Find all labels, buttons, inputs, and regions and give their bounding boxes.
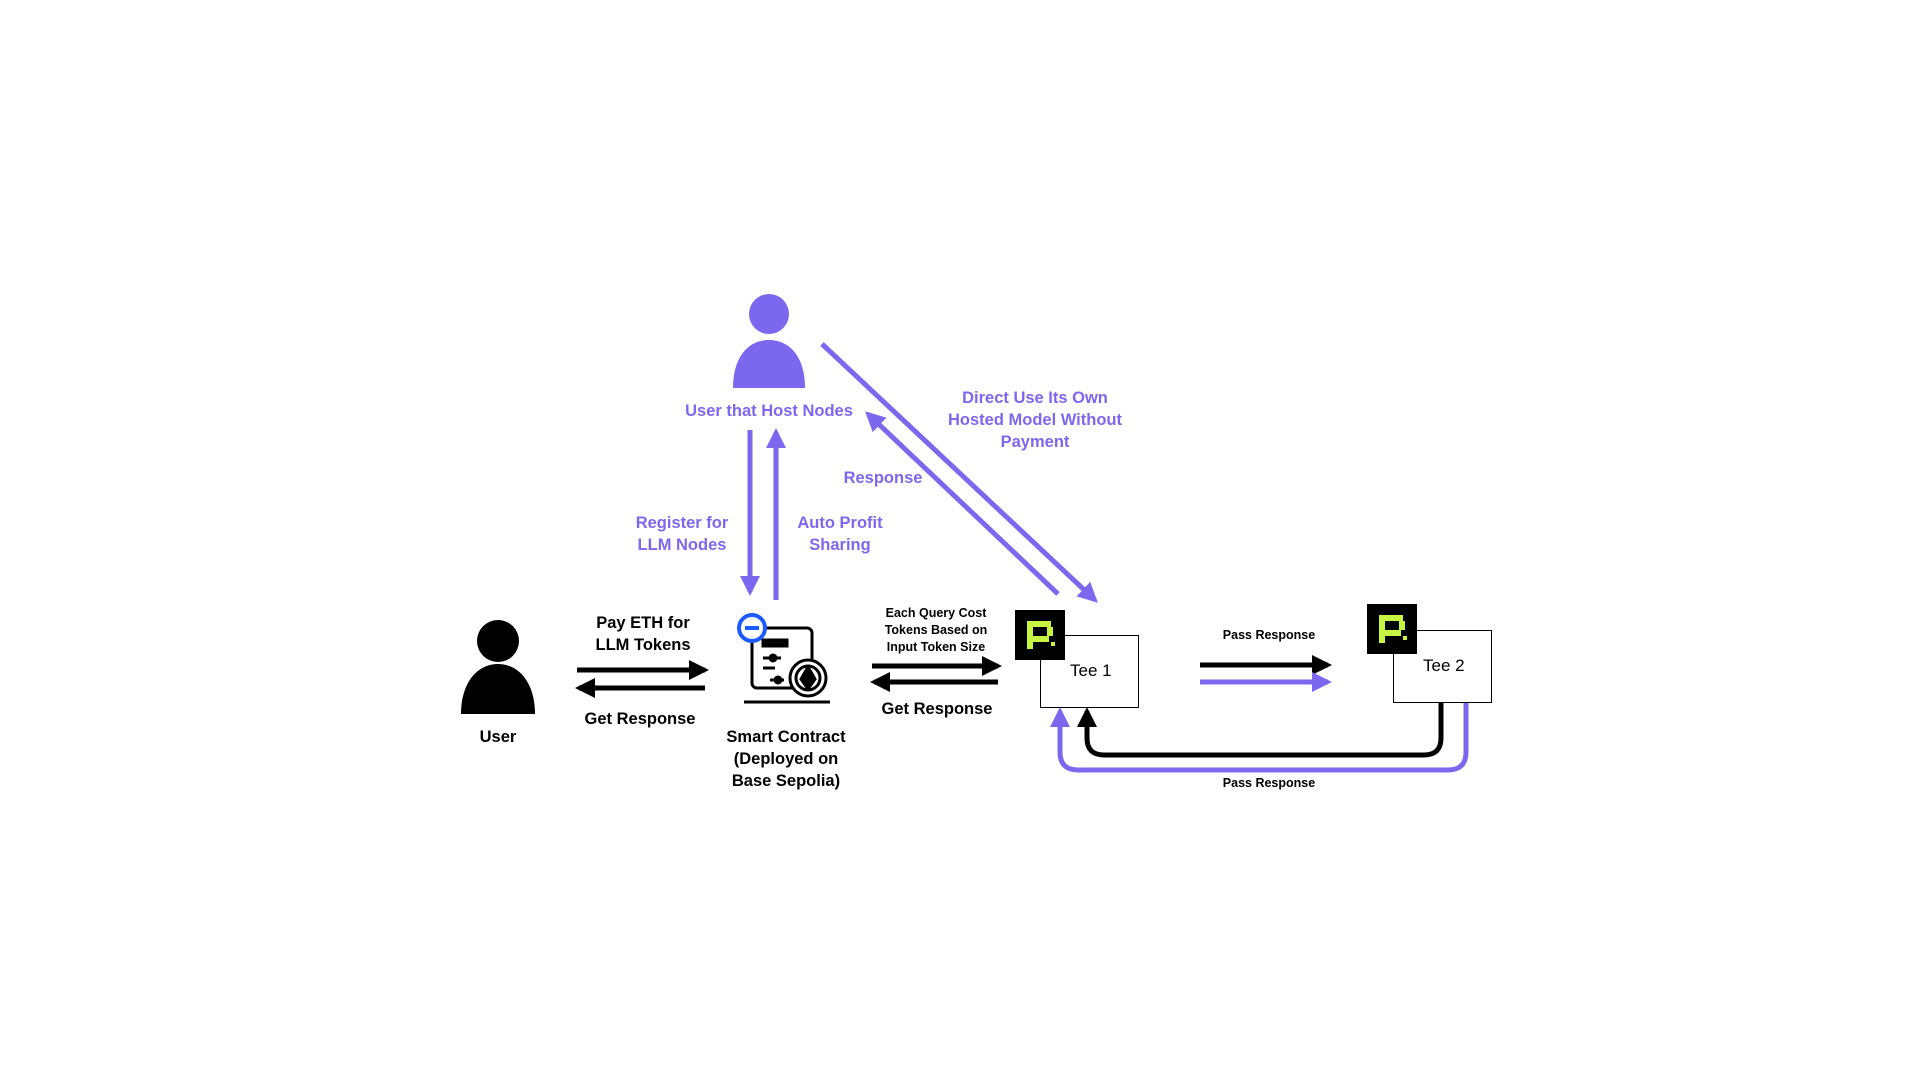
pass-response-bottom-label: Pass Response: [1222, 776, 1316, 790]
contract-badge-icon: [737, 613, 767, 643]
user-label: User: [479, 728, 517, 746]
arrow-response-host: [865, 411, 1060, 596]
host-user-person-icon: [733, 294, 805, 388]
tee1-phala-logo-icon: [1015, 610, 1065, 660]
pass-response-top-label: Pass Response: [1222, 628, 1316, 642]
user-person-icon: [461, 620, 535, 714]
smart-contract-ethereum-icon: [744, 626, 830, 704]
arrow-return-black: [1077, 703, 1444, 758]
auto-profit-label: Auto Profit Sharing: [797, 514, 883, 554]
arrow-return-purple: [1050, 703, 1469, 773]
tee2-label: Tee 2: [1423, 656, 1465, 675]
get-response-user-label: Get Response: [584, 710, 696, 728]
pay-eth-label: Pay ETH for LLM Tokens: [595, 614, 691, 654]
smart-contract-label: Smart Contract (Deployed on Base Sepolia…: [726, 728, 846, 790]
tee1-label: Tee 1: [1070, 661, 1112, 680]
direct-use-label: Direct Use Its Own Hosted Model Without …: [948, 389, 1122, 451]
host-user-label: User that Host Nodes: [685, 402, 853, 420]
register-label: Register for LLM Nodes: [635, 514, 729, 554]
response-host-label: Response: [843, 469, 923, 487]
get-response-contract-label: Get Response: [881, 700, 993, 718]
arrow-direct-use: [820, 342, 1098, 603]
query-cost-label: Each Query Cost Tokens Based on Input To…: [884, 606, 988, 654]
tee2-phala-logo-icon: [1367, 604, 1417, 654]
